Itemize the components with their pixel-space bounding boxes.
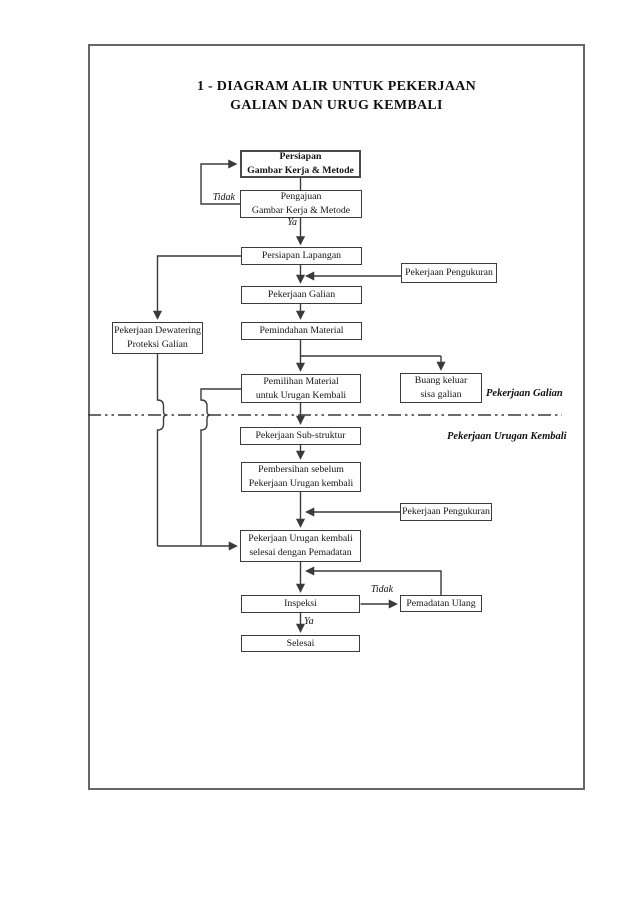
node-label: Buang keluar	[414, 375, 468, 387]
node-label: Persiapan Lapangan	[261, 250, 342, 262]
node-pekerjaan-galian: Pekerjaan Galian	[241, 286, 362, 304]
page-border	[88, 44, 585, 790]
node-inspeksi: Inspeksi	[241, 595, 360, 613]
edge-lapangan-dewatering	[152, 255, 241, 320]
node-label: Pengajuan	[280, 191, 322, 203]
label-fase-pekerjaan-galian: Pekerjaan Galian	[486, 388, 563, 399]
node-label: untuk Urugan Kembali	[255, 389, 347, 401]
node-label: Pekerjaan Galian	[267, 289, 336, 301]
edge-pemindahan-split	[299, 340, 441, 357]
node-persiapan-lapangan: Persiapan Lapangan	[241, 247, 362, 265]
node-label: sisa galian	[420, 389, 462, 400]
node-label: Pekerjaan Pengukuran	[405, 267, 493, 279]
node-dewatering: Pekerjaan Dewatering Proteksi Galian	[112, 322, 203, 354]
node-pemindahan: Pemindahan Material	[241, 322, 362, 340]
node-label: Gambar Kerja & Metode	[251, 205, 351, 216]
title-line-2: GALIAN DAN URUG KEMBALI	[230, 98, 443, 113]
label-ya-atas: Ya	[287, 217, 297, 228]
node-label: Pekerjaan Dewatering	[114, 325, 201, 337]
node-label: Gambar Kerja & Metode	[247, 165, 354, 176]
node-label: Proteksi Galian	[127, 339, 188, 350]
node-pengukuran-atas: Pekerjaan Pengukuran	[401, 263, 497, 283]
label-tidak-atas: Tidak	[212, 192, 235, 203]
edge-tidak-loop	[200, 159, 241, 205]
node-substruktur: Pekerjaan Sub-struktur	[240, 427, 361, 445]
label-fase-pekerjaan-urugan: Pekerjaan Urugan Kembali	[447, 431, 567, 442]
node-label: Pemilihan Material	[263, 375, 339, 387]
node-pengajuan: Pengajuan Gambar Kerja & Metode	[240, 190, 362, 218]
node-label: Persiapan	[279, 151, 322, 163]
node-label: selesai dengan Pemadatan	[249, 547, 352, 558]
node-pembersihan: Pembersihan sebelum Pekerjaan Urugan kem…	[241, 462, 361, 492]
diagram-title: 1 - DIAGRAM ALIR UNTUK PEKERJAAN GALIAN …	[88, 77, 585, 115]
node-label: Pekerjaan Urugan kembali	[248, 478, 354, 489]
node-label: Pemindahan Material	[259, 325, 344, 337]
node-urugan-selesai: Pekerjaan Urugan kembali selesai dengan …	[240, 530, 361, 562]
node-selesai: Selesai	[241, 635, 360, 652]
node-label: Pemadatan Ulang	[406, 597, 476, 609]
node-label: Selesai	[286, 637, 315, 649]
title-line-1: 1 - DIAGRAM ALIR UNTUK PEKERJAAN	[196, 79, 477, 94]
edge-dewatering-down	[156, 354, 167, 546]
edge-pemadatan-feedback	[305, 566, 442, 595]
label-tidak-bawah: Tidak	[370, 584, 394, 595]
node-label: Inspeksi	[284, 598, 317, 610]
node-pemilihan: Pemilihan Material untuk Urugan Kembali	[241, 374, 361, 403]
node-pengukuran-bawah: Pekerjaan Pengukuran	[400, 503, 492, 521]
node-pemadatan-ulang: Pemadatan Ulang	[400, 595, 482, 612]
node-label: Pekerjaan Urugan kembali	[248, 533, 353, 545]
node-label: Pekerjaan Pengukuran	[402, 506, 490, 518]
node-buang-keluar: Buang keluar sisa galian	[400, 373, 482, 403]
node-label: Pekerjaan Sub-struktur	[255, 430, 346, 442]
label-ya-bawah: Ya	[304, 616, 314, 627]
edge-pemilihan-left-down	[200, 388, 241, 546]
node-label: Pembersihan sebelum	[258, 464, 344, 476]
node-persiapan: Persiapan Gambar Kerja & Metode	[240, 150, 361, 178]
